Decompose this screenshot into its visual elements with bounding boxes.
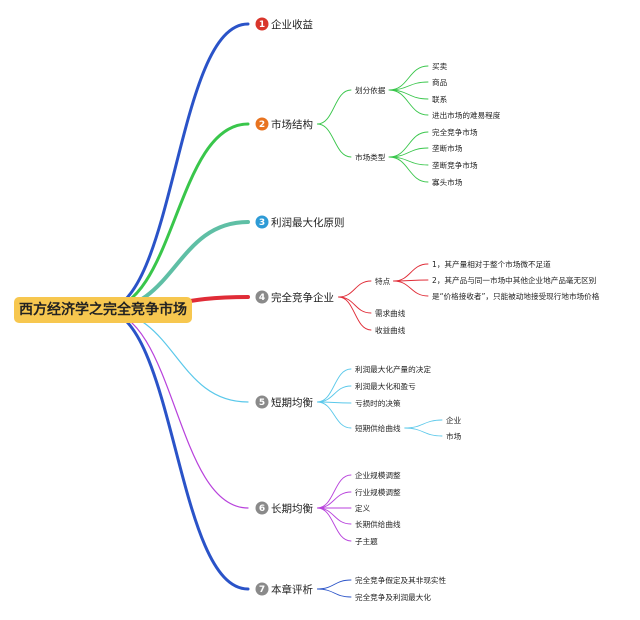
branch-6-number-badge bbox=[255, 501, 269, 515]
branch-2-sub-2-leaf-4-label: 寡头市场 bbox=[432, 177, 463, 187]
branch-2-sub-2-leaf-2-connector bbox=[388, 147, 429, 158]
branch-5-sub-4-leaf-2-connector bbox=[404, 427, 443, 437]
branch-5-sub-1-label: 利润最大化产量的决定 bbox=[355, 364, 431, 374]
branch-5-sub-4-connector bbox=[316, 401, 352, 429]
branch-4-sub-1-label: 特点 bbox=[375, 276, 391, 286]
branch-7-sub-2-connector bbox=[316, 588, 352, 598]
branch-2-sub-2-leaf-2-label: 垄断市场 bbox=[432, 143, 463, 153]
branch-5-sub-2-connector bbox=[316, 385, 352, 403]
branch-5-sub-4-leaf-2-label: 市场 bbox=[446, 431, 462, 441]
branch-4-sub-3-connector bbox=[338, 296, 372, 331]
branch-4-sub-2-label: 需求曲线 bbox=[375, 308, 406, 318]
branch-2-sub-1-leaf-1-connector bbox=[388, 65, 429, 91]
branch-4-sub-1-connector bbox=[338, 280, 372, 298]
branch-2-sub-1-leaf-3-label: 联系 bbox=[432, 94, 448, 104]
branch-2-number-badge bbox=[255, 117, 269, 131]
branch-6-sub-3-label: 定义 bbox=[355, 503, 371, 513]
branch-7-connector bbox=[101, 308, 250, 591]
branch-3-number: 3 bbox=[259, 218, 265, 228]
branch-2-number: 2 bbox=[259, 120, 265, 130]
branch-2-sub-2-leaf-1-label: 完全竞争市场 bbox=[432, 127, 478, 137]
branch-6-sub-5-connector bbox=[316, 507, 352, 542]
branch-6-sub-1-label: 企业规模调整 bbox=[355, 470, 401, 480]
branch-5-sub-4-leaf-1-label: 企业 bbox=[446, 415, 462, 425]
branch-4-number: 4 bbox=[259, 293, 265, 303]
branch-4-sub-1-leaf-3-connector bbox=[393, 280, 429, 297]
branch-7-sub-1-connector bbox=[316, 579, 352, 590]
branch-3-number-badge bbox=[255, 215, 269, 229]
branch-4-label: 完全竞争企业 bbox=[271, 291, 334, 304]
branch-5-sub-1-connector bbox=[316, 368, 352, 403]
branch-2-sub-1-leaf-2-label: 商品 bbox=[432, 77, 448, 87]
branch-2-sub-1-connector bbox=[316, 89, 352, 125]
branch-3-label: 利润最大化原则 bbox=[271, 216, 345, 229]
branch-7-number-badge bbox=[255, 582, 269, 596]
branch-5-number: 5 bbox=[259, 398, 265, 408]
branch-4-sub-1-leaf-1-connector bbox=[393, 263, 429, 282]
branch-2-label: 市场结构 bbox=[271, 118, 313, 131]
root-node-box[interactable] bbox=[14, 297, 192, 323]
root-node-label: 西方经济学之完全竞争市场 bbox=[19, 302, 187, 318]
branch-2-sub-2-leaf-3-label: 垄断竞争市场 bbox=[432, 160, 478, 170]
branch-6-number: 6 bbox=[259, 504, 265, 514]
branch-2-sub-2-leaf-4-connector bbox=[388, 156, 429, 183]
branch-4-sub-2-connector bbox=[338, 296, 372, 314]
branch-1-number-badge bbox=[255, 17, 269, 31]
branch-2-sub-2-connector bbox=[316, 123, 352, 158]
branch-6-connector bbox=[102, 309, 249, 509]
branch-2-connector bbox=[101, 122, 250, 312]
branch-6-sub-1-connector bbox=[316, 474, 352, 509]
branch-4-number-badge bbox=[255, 290, 269, 304]
branch-2-sub-1-leaf-4-label: 进出市场的难易程度 bbox=[432, 110, 501, 120]
branch-6-sub-4-connector bbox=[316, 507, 352, 525]
branch-7-sub-2-label: 完全竞争及利润最大化 bbox=[355, 592, 431, 602]
branch-7-sub-1-label: 完全竞争假定及其非现实性 bbox=[355, 575, 447, 585]
branch-7-label: 本章评析 bbox=[271, 583, 313, 596]
branch-5-sub-2-label: 利润最大化和盈亏 bbox=[355, 381, 416, 391]
branch-6-label: 长期均衡 bbox=[271, 503, 313, 515]
branch-5-number-badge bbox=[255, 395, 269, 409]
branch-4-sub-1-leaf-2-label: 2，其产品与同一市场中其他企业地产品毫无区别 bbox=[432, 275, 596, 285]
branch-6-sub-4-label: 长期供给曲线 bbox=[355, 519, 401, 529]
branch-5-sub-4-leaf-1-connector bbox=[404, 419, 443, 429]
branch-4-sub-1-leaf-3-label: 是“价格接收者”，只能被动地接受现行地市场价格 bbox=[432, 291, 600, 301]
branch-1-number: 1 bbox=[259, 20, 265, 30]
branch-4-sub-1-leaf-1-label: 1，其产量相对于整个市场微不足道 bbox=[432, 259, 551, 269]
branch-2-sub-1-label: 划分依据 bbox=[355, 85, 386, 95]
branch-6-sub-2-label: 行业规模调整 bbox=[355, 487, 401, 497]
branch-1-label: 企业收益 bbox=[271, 18, 313, 31]
branch-7-number: 7 bbox=[259, 585, 265, 595]
branch-2-sub-1-leaf-1-label: 买卖 bbox=[432, 62, 448, 71]
branch-6-sub-5-label: 子主题 bbox=[355, 536, 378, 546]
branch-5-sub-3-label: 亏损时的决策 bbox=[355, 398, 401, 408]
branch-4-sub-3-label: 收益曲线 bbox=[375, 325, 406, 335]
branch-1-connector bbox=[101, 22, 250, 312]
branch-2-sub-1-leaf-4-connector bbox=[388, 89, 429, 116]
branch-5-label: 短期均衡 bbox=[271, 396, 313, 409]
branch-2-sub-2-leaf-1-connector bbox=[388, 131, 429, 158]
branch-5-sub-4-label: 短期供给曲线 bbox=[355, 423, 401, 433]
branch-5-connector bbox=[102, 309, 249, 403]
branch-2-sub-2-label: 市场类型 bbox=[355, 152, 386, 162]
branch-6-sub-2-connector bbox=[316, 491, 352, 509]
